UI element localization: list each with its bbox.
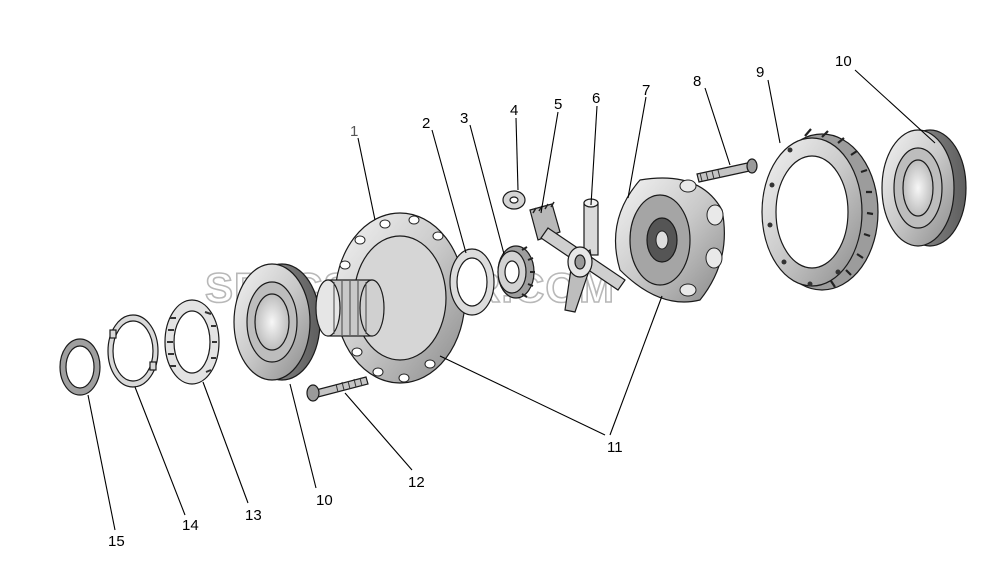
- callout-2: 2: [422, 115, 430, 132]
- part-8-bolt: [696, 158, 758, 183]
- leader-5: [540, 111, 559, 214]
- part-1-case-flange: [315, 212, 466, 384]
- callout-3: 3: [460, 110, 468, 127]
- leader-7: [627, 96, 647, 199]
- callout-12: 12: [408, 474, 425, 491]
- callout-11: 11: [607, 439, 623, 456]
- leader-lines: [87, 69, 936, 531]
- callout-10a: 10: [316, 492, 333, 509]
- leader-15: [87, 394, 116, 531]
- leader-13: [202, 381, 249, 504]
- callout-7: 7: [642, 82, 650, 99]
- part-6-cross-spider: [540, 198, 626, 313]
- callout-8: 8: [693, 73, 701, 90]
- callout-13: 13: [245, 507, 262, 524]
- part-14-lock-washer: [107, 314, 159, 388]
- callout-14: 14: [182, 517, 199, 534]
- leader-1: [357, 137, 376, 221]
- leader-11a: [439, 355, 606, 436]
- callout-1: 1: [350, 123, 358, 140]
- leader-14: [134, 386, 186, 516]
- callout-15: 15: [108, 533, 125, 550]
- part-3-side-gear: [497, 245, 535, 299]
- leader-6: [590, 105, 598, 206]
- callout-9: 9: [756, 64, 764, 81]
- leader-4: [515, 117, 519, 191]
- callout-10b: 10: [835, 53, 852, 70]
- leader-10b: [854, 69, 936, 144]
- leader-12: [344, 392, 413, 471]
- leader-8: [704, 87, 731, 166]
- part-13-roller-cage: [164, 299, 220, 385]
- part-2-thrust-washer: [449, 248, 495, 316]
- part-10-bearing-left: [233, 263, 321, 381]
- part-4-pinion-washer: [502, 190, 526, 210]
- callout-5: 5: [554, 96, 562, 113]
- part-10-bearing-right: [881, 129, 967, 247]
- part-7-case-half: [614, 177, 725, 303]
- callout-4: 4: [510, 102, 518, 119]
- part-12-bolt: [306, 376, 369, 402]
- part-15-lock-nut: [59, 338, 101, 396]
- part-9-ring-gear: [761, 128, 879, 291]
- leader-11b: [609, 295, 663, 436]
- leader-10a: [289, 383, 317, 489]
- leader-2: [431, 129, 467, 254]
- callout-labels: 1 2 3 4 5 6 7 8 9 10 11 12 10 13 14 15: [108, 53, 852, 550]
- leader-9: [767, 79, 781, 144]
- leader-3: [469, 124, 505, 255]
- callout-6: 6: [592, 90, 600, 107]
